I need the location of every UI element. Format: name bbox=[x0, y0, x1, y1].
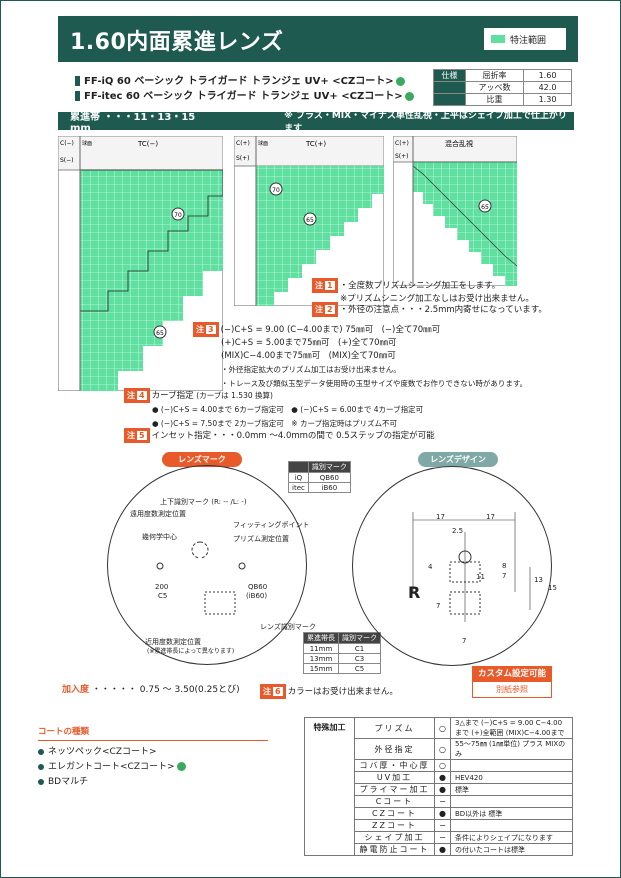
chart-label-70: 70 bbox=[174, 212, 182, 219]
svg-text:TC(−): TC(−) bbox=[137, 140, 158, 148]
legend-label: 特注範囲 bbox=[510, 35, 547, 46]
svg-text:C(−): C(−) bbox=[60, 140, 74, 147]
green-dot-icon bbox=[176, 762, 186, 771]
chart-label-65: 65 bbox=[156, 330, 164, 337]
green-dot-icon bbox=[395, 76, 405, 86]
page-title: 1.60内面累進レンズ bbox=[70, 30, 284, 55]
lens-design-diagram bbox=[412, 512, 531, 622]
progression-band: 累進帯 ・・・11・13・15 mm※ プラス・MIX・マイナス単性乱視・上平は… bbox=[58, 111, 574, 134]
lens-mark-circle bbox=[107, 465, 307, 665]
process-table: 特殊加工プリズム○3△まで (−)C+S = 9.00 C−4.00まで (+)… bbox=[304, 717, 573, 856]
add-power: 加入度 ・・・・・ 0.75 〜 3.50(0.25とび) bbox=[62, 685, 240, 695]
legend-swatch bbox=[491, 35, 505, 43]
product-line-1: FF-iQ 60 ベーシック トライガード トランジェ UV+ <CZコート> bbox=[75, 72, 405, 87]
custom-box: カスタム設定可能別紙参照 bbox=[472, 666, 552, 698]
svg-text:65: 65 bbox=[481, 204, 489, 211]
svg-text:C(+): C(+) bbox=[395, 140, 409, 147]
lens-design-circle bbox=[352, 466, 552, 666]
svg-text:球面: 球面 bbox=[82, 140, 92, 147]
svg-text:球面: 球面 bbox=[258, 140, 268, 147]
coat-item: ネッツペック<CZコート> bbox=[38, 745, 268, 760]
range-chart-mixed: 65 C(+) S(+) 混合乱視 bbox=[393, 136, 517, 286]
title-bar: 1.60内面累進レンズ 特注範囲 bbox=[58, 16, 578, 62]
lens-mark-diagram bbox=[156, 541, 246, 615]
product-line-2: FF-itec 60 ベーシック トライガード トランジェ UV+ <CZコート… bbox=[75, 87, 414, 102]
coat-item: エレガントコート<CZコート> bbox=[38, 760, 268, 775]
green-dot-icon bbox=[404, 91, 414, 101]
svg-text:TC(+): TC(+) bbox=[305, 140, 326, 148]
svg-text:65: 65 bbox=[306, 217, 314, 224]
lens-design-pill: レンズデザイン bbox=[418, 452, 498, 467]
svg-text:70: 70 bbox=[272, 187, 280, 194]
svg-text:S(−): S(−) bbox=[60, 157, 74, 164]
coat-list: コートの種類 ネッツペック<CZコート> エレガントコート<CZコート> BDマ… bbox=[38, 725, 268, 790]
right-lens-marker: R bbox=[408, 583, 421, 602]
range-chart-minus-cyl: 70 65 C(−) S(−) TC(−) 球面 bbox=[58, 136, 223, 391]
svg-text:S(+): S(+) bbox=[395, 153, 409, 160]
svg-text:S(+): S(+) bbox=[236, 155, 250, 162]
lens-mark-pill: レンズマーク bbox=[162, 452, 242, 467]
range-chart-plus-cyl: 70 65 C(+) S(+) TC(+) 球面 bbox=[234, 136, 384, 306]
legend: 特注範囲 bbox=[484, 28, 566, 50]
svg-text:混合乱視: 混合乱視 bbox=[445, 139, 473, 148]
svg-text:C(+): C(+) bbox=[236, 140, 250, 147]
coat-item: BDマルチ bbox=[38, 775, 268, 790]
